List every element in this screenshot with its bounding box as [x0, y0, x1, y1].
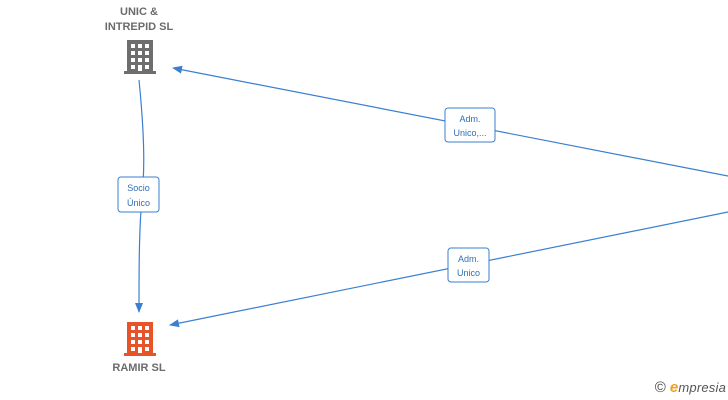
- edge-label-adm-bottom-line1: Adm.: [458, 254, 479, 264]
- edge-label-adm-top-line1: Adm.: [459, 114, 480, 124]
- edge-label-adm-bottom-line2: Unico: [457, 268, 480, 278]
- edge-label-socio-unico-line2: Único: [127, 198, 150, 208]
- node-unic-intrepid[interactable]: UNIC & INTREPID SL: [105, 6, 174, 74]
- brand-logo-rest: mpresia: [678, 380, 726, 395]
- building-icon: [124, 322, 156, 356]
- edge-label-adm-top[interactable]: Adm. Unico,...: [444, 107, 496, 143]
- node-ramir-label: RAMIR SL: [112, 362, 165, 374]
- node-unic-intrepid-label-line1: UNIC &: [120, 6, 158, 18]
- edge-label-socio-unico[interactable]: Socio Único: [117, 176, 160, 213]
- building-icon: [124, 40, 156, 74]
- edge-label-adm-bottom[interactable]: Adm. Unico: [447, 247, 490, 283]
- copyright-icon: ©: [654, 379, 666, 396]
- brand-logo: empresia: [670, 379, 726, 396]
- edge-label-adm-top-line2: Unico,...: [453, 128, 486, 138]
- brand-logo-e: e: [669, 379, 679, 396]
- node-ramir[interactable]: RAMIR SL: [112, 322, 166, 374]
- empresia-watermark: © empresia: [655, 379, 726, 396]
- edge-label-socio-unico-line1: Socio: [127, 183, 150, 193]
- node-unic-intrepid-label-line2: INTREPID SL: [105, 21, 174, 33]
